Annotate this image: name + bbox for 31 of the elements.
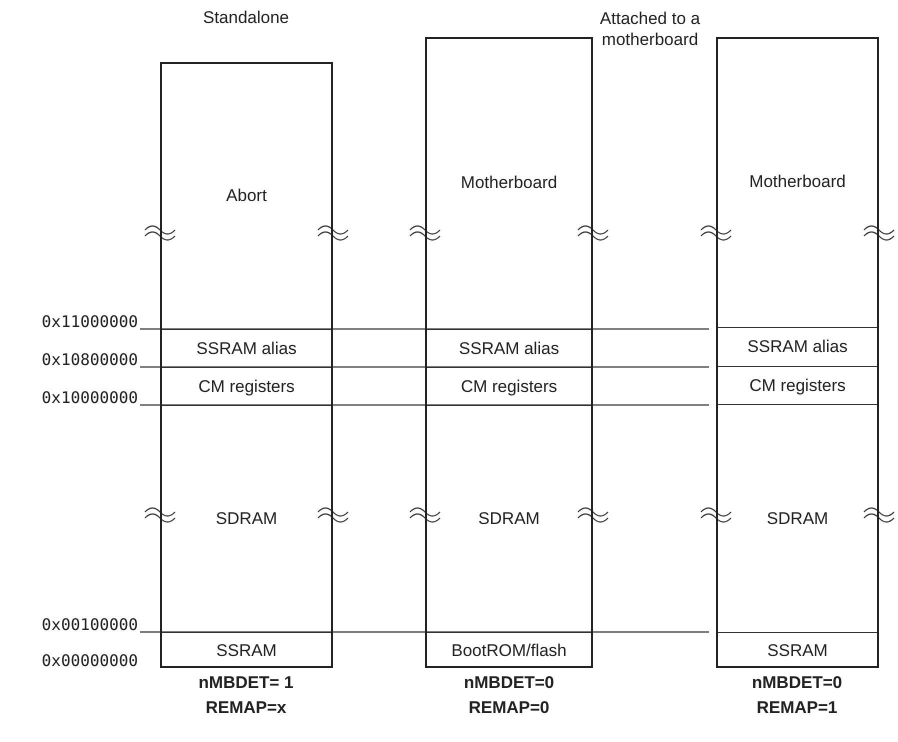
region-label: SSRAM alias: [747, 337, 848, 357]
region-label: Abort: [226, 186, 267, 206]
column-heading: Attached to a motherboard: [598, 8, 702, 50]
region-label: Motherboard: [749, 172, 846, 192]
address-label: 0x10000000: [42, 388, 138, 407]
region-label: SSRAM alias: [458, 338, 560, 358]
config-label: REMAP=1: [756, 698, 838, 718]
region-label: SSRAM: [216, 640, 277, 660]
config-label: nMBDET= 1: [198, 673, 294, 693]
config-label: REMAP=x: [206, 698, 286, 718]
region-label: SDRAM: [478, 509, 540, 529]
region-label: CM registers: [198, 376, 295, 396]
region-label: CM registers: [460, 376, 558, 396]
region-label: SDRAM: [216, 509, 278, 529]
region-label: SSRAM alias: [196, 338, 297, 358]
memory-map-column: [716, 37, 879, 668]
address-label: 0x10800000: [42, 350, 138, 369]
region-label: CM registers: [749, 376, 846, 396]
memory-map-column: [425, 37, 593, 668]
config-label: nMBDET=0: [464, 673, 554, 693]
column-heading: Standalone: [202, 8, 290, 28]
region-label: SSRAM: [767, 640, 828, 660]
region-label: BootROM/flash: [451, 640, 567, 660]
config-label: nMBDET=0: [752, 673, 842, 693]
config-label: REMAP=0: [468, 698, 550, 718]
address-label: 0x00100000: [42, 615, 138, 634]
address-label: 0x11000000: [42, 312, 138, 331]
address-label: 0x00000000: [42, 651, 138, 670]
region-label: Motherboard: [460, 173, 558, 193]
region-label: SDRAM: [766, 508, 828, 528]
memory-map-column: [160, 62, 333, 668]
